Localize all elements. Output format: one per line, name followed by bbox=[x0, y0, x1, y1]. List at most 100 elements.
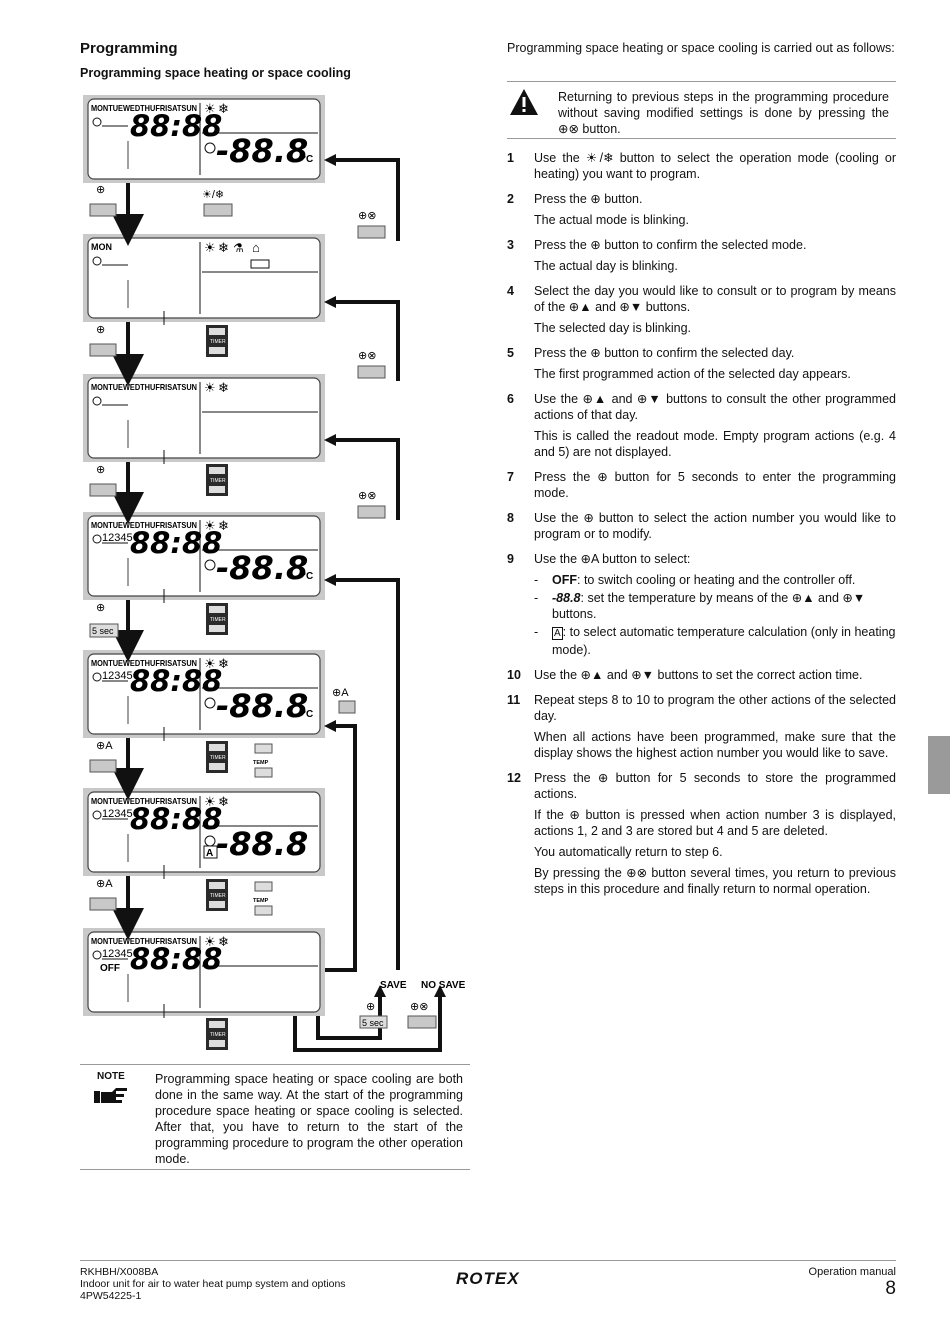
document-code: 4PW54225-1 bbox=[80, 1290, 142, 1302]
return-button: ⊕⊗ bbox=[357, 210, 386, 239]
step-text: The first programmed action of the selec… bbox=[534, 367, 851, 381]
step-button: ⊕ 5 sec bbox=[89, 602, 119, 638]
down-key bbox=[209, 1040, 225, 1047]
no-save-loop bbox=[293, 995, 442, 1052]
temp-readout: -88.8 bbox=[216, 687, 308, 725]
day-label: MONTUEWEDTHUFRISATSUN bbox=[91, 103, 197, 113]
lcd-glass bbox=[87, 377, 321, 459]
clock-icon bbox=[92, 396, 102, 406]
footer-divider bbox=[80, 1260, 896, 1261]
step-text: Press the ⊕ button. bbox=[534, 192, 643, 206]
section-subtitle: Programming space heating or space cooli… bbox=[80, 66, 351, 80]
sub-lead: -88.8 bbox=[552, 591, 581, 605]
sub-lead: OFF bbox=[552, 573, 577, 587]
celsius-label: °C bbox=[302, 154, 313, 165]
step-text: Use the ⊕▲ and ⊕▼ buttons to set the cor… bbox=[534, 668, 863, 682]
product-description: Indoor unit for air to water heat pump s… bbox=[80, 1278, 346, 1290]
temp-key: TEMP bbox=[253, 743, 273, 778]
return-icon: ⊕⊗ bbox=[358, 490, 376, 502]
up-key bbox=[209, 744, 225, 751]
note-label: NOTE bbox=[97, 1071, 125, 1082]
step-text: You automatically return to step 6. bbox=[534, 845, 723, 859]
up-key bbox=[254, 881, 273, 892]
page-title: Programming bbox=[80, 40, 178, 57]
sub-lead: A bbox=[552, 627, 563, 640]
up-key bbox=[209, 606, 225, 613]
lcd-glass bbox=[87, 653, 321, 735]
celsius-label: °C bbox=[302, 571, 313, 582]
enter-icon: ⊕ bbox=[366, 1001, 375, 1013]
grey-key bbox=[407, 1015, 437, 1029]
arrow-head bbox=[324, 574, 336, 586]
lcd-screen: MONTUEWEDTHUFRISATSUN☀❄88:88-88.8°C bbox=[83, 95, 325, 183]
day-label: MON bbox=[91, 242, 112, 252]
step-button: ⊕ bbox=[89, 464, 117, 497]
pointing-hand-icon bbox=[94, 1088, 127, 1103]
temp-readout: -88.8 bbox=[216, 549, 308, 587]
sub-item: -A: to select automatic temperature calc… bbox=[534, 625, 896, 657]
step-text: By pressing the ⊕⊗ button several times,… bbox=[534, 866, 896, 896]
heater-icon bbox=[250, 259, 270, 269]
step-text: Press the ⊕ button to confirm the select… bbox=[534, 238, 807, 252]
button-icon: ⊕ bbox=[96, 464, 105, 476]
timer-label: TIMER bbox=[210, 893, 226, 899]
up-key bbox=[209, 1021, 225, 1028]
button-icon: ⊕ bbox=[96, 602, 105, 614]
arrow-head bbox=[324, 720, 336, 732]
lcd-screen: MONTUEWEDTHUFRISATSUN☀❄ bbox=[83, 374, 325, 462]
temp-label: TEMP bbox=[253, 760, 269, 766]
return-icon: ⊕⊗ bbox=[358, 350, 376, 362]
time-readout: 88:88 bbox=[130, 942, 222, 976]
note-text: Programming space heating or space cooli… bbox=[155, 1072, 463, 1166]
temp-label: TEMP bbox=[253, 898, 269, 904]
return-loop bbox=[330, 158, 400, 241]
save-label: SAVE bbox=[380, 980, 407, 991]
down-key bbox=[209, 763, 225, 770]
page-number: 8 bbox=[885, 1278, 896, 1299]
snowflake-icon: ❄ bbox=[218, 934, 229, 949]
list-item: 11 Repeat steps 8 to 10 to program the o… bbox=[507, 692, 896, 761]
programming-flow-diagram: MONTUEWEDTHUFRISATSUN☀❄88:88-88.8°CMON☀❄… bbox=[83, 95, 466, 1052]
return-loop bbox=[330, 300, 400, 381]
up-key bbox=[254, 743, 273, 754]
step-number: 5 bbox=[507, 346, 514, 360]
clock-icon bbox=[92, 950, 102, 960]
sun-icon: ☀ bbox=[204, 380, 216, 395]
grey-key bbox=[357, 505, 386, 519]
warning-text: Returning to previous steps in the progr… bbox=[558, 90, 889, 136]
no-save-label: NO SAVE bbox=[421, 980, 466, 991]
mode-icon: ☀/❄ bbox=[202, 189, 224, 201]
sun-icon: ☀ bbox=[204, 101, 216, 116]
thermometer-icon bbox=[204, 559, 216, 571]
arrow-head bbox=[434, 985, 446, 997]
sub-text: : to switch cooling or heating and the c… bbox=[577, 573, 856, 587]
step-text: The selected day is blinking. bbox=[534, 321, 692, 335]
grey-key bbox=[357, 225, 386, 239]
grey-key bbox=[203, 203, 233, 217]
auto-button: ⊕A bbox=[332, 687, 356, 714]
step-number: 10 bbox=[507, 668, 521, 682]
sub-item: --88.8: set the temperature by means of … bbox=[534, 591, 866, 621]
five-sec-label: 5 sec bbox=[92, 626, 114, 636]
down-key bbox=[254, 767, 273, 778]
save-loop bbox=[325, 724, 357, 972]
house-icon: ⌂ bbox=[252, 240, 260, 255]
step-text: The actual day is blinking. bbox=[534, 259, 678, 273]
step-number: 4 bbox=[507, 284, 514, 298]
up-key bbox=[209, 328, 225, 335]
return-loop bbox=[330, 578, 400, 970]
up-key bbox=[209, 467, 225, 474]
snowflake-icon: ❄ bbox=[218, 518, 229, 533]
warning-icon bbox=[510, 89, 538, 115]
timer-key: TIMER bbox=[163, 727, 228, 773]
intro-text: Programming space heating or space cooli… bbox=[507, 41, 895, 55]
snowflake-icon: ❄ bbox=[218, 380, 229, 395]
five-sec-box bbox=[359, 1015, 388, 1029]
auto-icon: ⊕A bbox=[332, 687, 349, 699]
grey-key bbox=[89, 483, 117, 497]
step-text: Select the day you would like to consult… bbox=[534, 284, 896, 314]
